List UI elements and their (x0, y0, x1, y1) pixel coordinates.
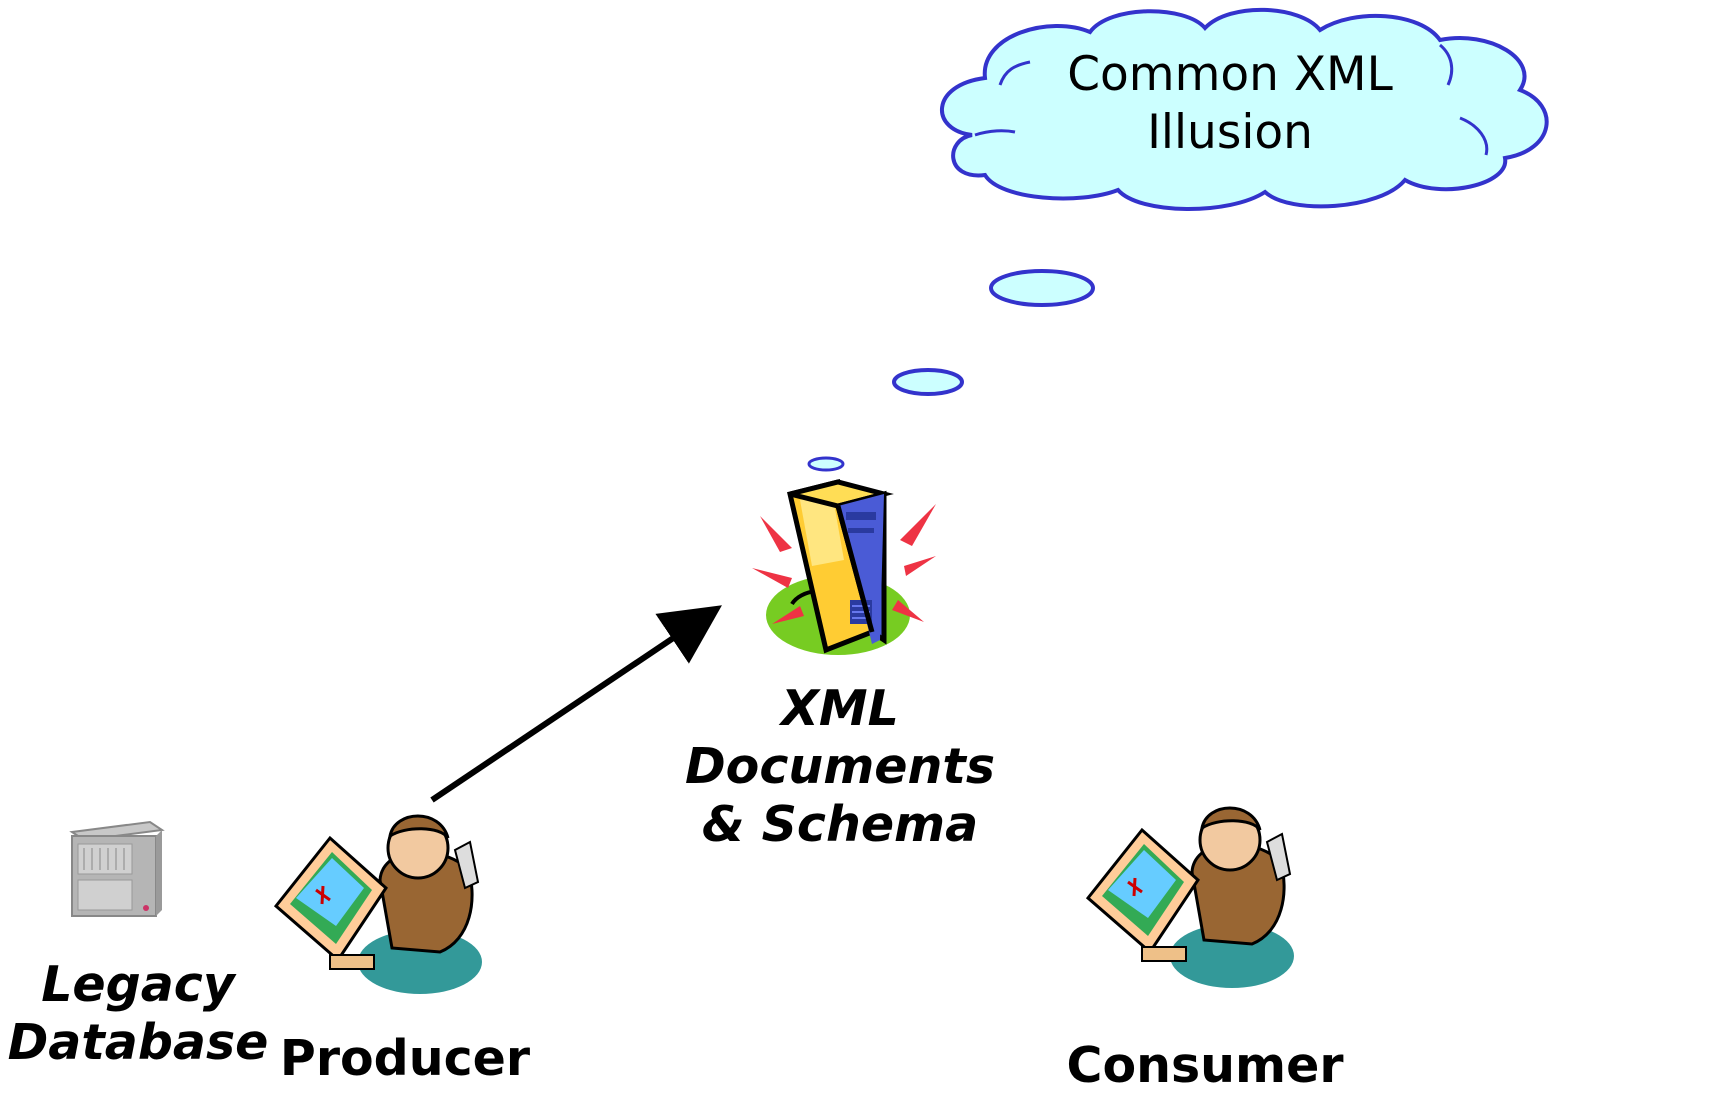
legacy-database-label: Legacy Database (0, 956, 276, 1072)
server-icon (752, 478, 936, 655)
producer-label: Producer (279, 1030, 531, 1087)
consumer-person-icon (1085, 806, 1294, 988)
producer-person-icon (273, 814, 482, 994)
thought-cloud-line-2: Illusion (1147, 105, 1313, 160)
xml-label-line-2: Documents (684, 738, 996, 795)
thought-bubble-medium (892, 368, 964, 396)
legacy-label-line-2: Database (7, 1014, 269, 1071)
consumer-label: Consumer (1066, 1037, 1344, 1094)
thought-bubble-large (989, 269, 1095, 307)
legacy-label-line-1: Legacy (41, 956, 235, 1013)
thought-cloud (940, 7, 1549, 211)
producer-to-xml-arrow (430, 605, 722, 803)
thought-cloud-line-1: Common XML (1067, 47, 1393, 102)
xml-label-line-3: & Schema (701, 796, 979, 853)
xml-documents-label: XML Documents & Schema (630, 680, 1050, 854)
legacy-database-icon (69, 820, 165, 917)
thought-bubble-small (807, 456, 845, 472)
thought-cloud-text: Common XML Illusion (1030, 46, 1430, 162)
xml-label-line-1: XML (781, 680, 899, 737)
